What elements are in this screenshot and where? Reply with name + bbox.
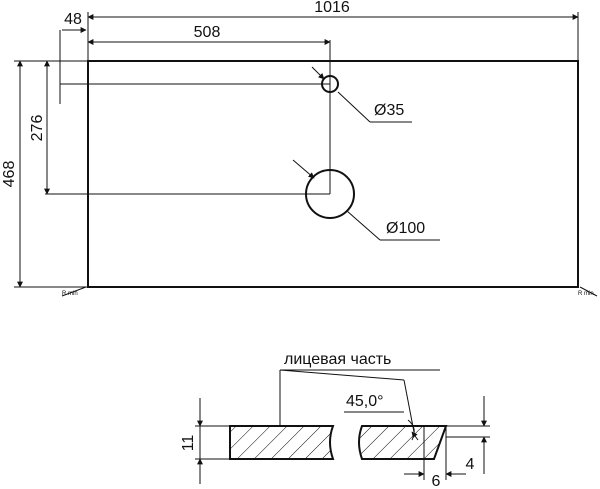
hole-y-label: 276 (29, 115, 46, 142)
left-corner-leader (61, 286, 87, 297)
offset-left-label: 48 (64, 11, 82, 28)
thickness-label: 11 (180, 435, 197, 452)
tap-hole-leader-arrow (311, 66, 325, 80)
drain-hole-leader-arrow (292, 159, 315, 179)
drain-hole-diameter-label: Ø100 (386, 220, 425, 237)
depth-label: 468 (1, 161, 18, 188)
angle-arrow-a (411, 431, 419, 441)
right-corner-leader (579, 286, 598, 297)
tap-hole-diameter-label: Ø35 (374, 102, 404, 119)
section-view (195, 369, 490, 484)
face-label-leader-right (279, 369, 405, 381)
left-corner-label: R min (62, 291, 78, 297)
tap-hole-leader (337, 91, 371, 123)
chamfer-height-label: 4 (466, 456, 475, 473)
countertop-outline (87, 60, 579, 288)
face-label-leader-right-down (403, 379, 415, 433)
section-right-piece (358, 425, 448, 460)
drain-hole-leader (346, 210, 381, 241)
top-view (14, 12, 598, 297)
chamfer-width-label: 6 (432, 473, 441, 489)
right-corner-label: R min (578, 291, 594, 297)
section-left-piece (229, 425, 335, 460)
hole-x-label: 508 (194, 24, 221, 41)
width-label: 1016 (314, 0, 350, 16)
chamfer-angle-label: 45,0° (346, 393, 384, 410)
face-label: лицевая часть (284, 351, 391, 368)
